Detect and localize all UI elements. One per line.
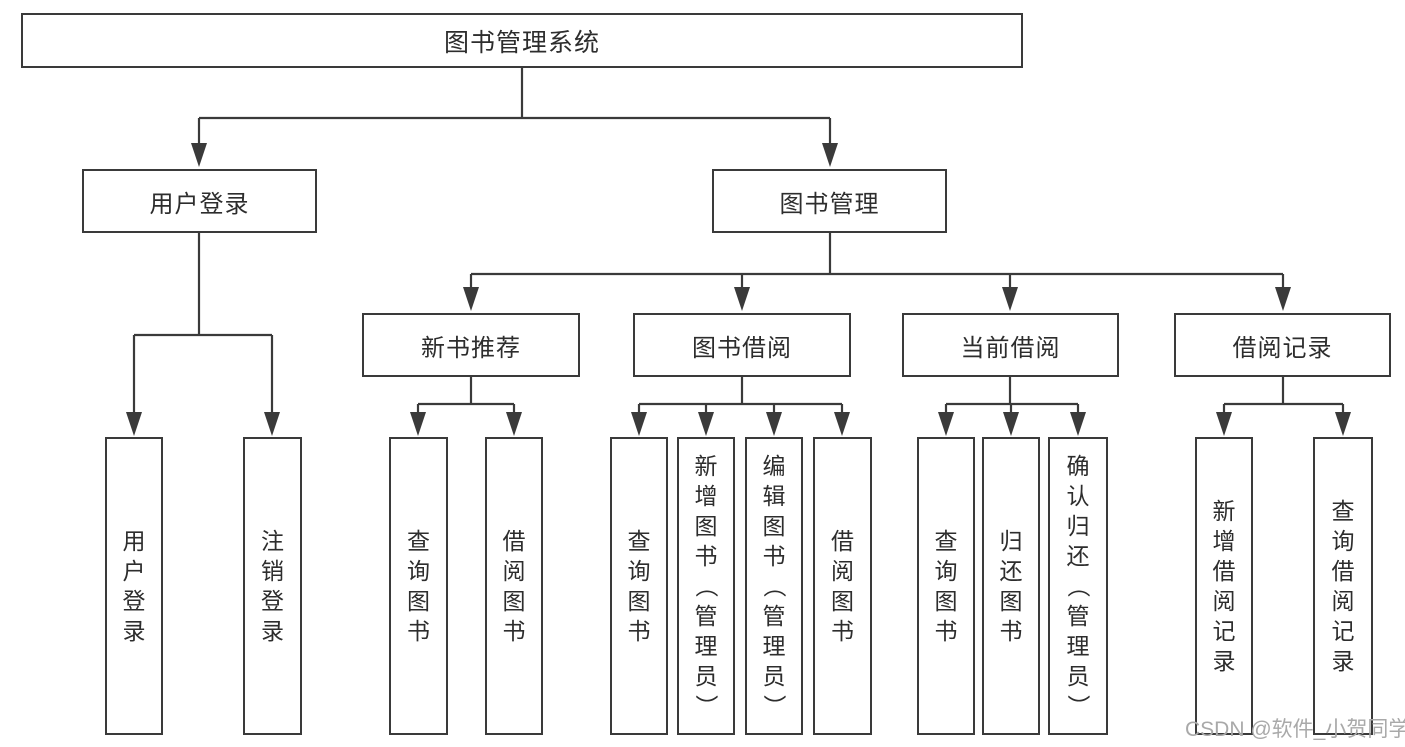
arrow-down-icon xyxy=(631,412,647,436)
arrow-down-icon xyxy=(1275,287,1291,311)
node-current-borrow: 当前借阅 xyxy=(902,313,1119,377)
node-leaf-recommend-query-book: 查询图书 xyxy=(389,437,448,735)
arrow-down-icon xyxy=(734,287,750,311)
arrow-down-icon xyxy=(264,412,280,436)
node-leaf-borrow-query-book: 查询图书 xyxy=(610,437,668,735)
node-root-library-management-system: 图书管理系统 xyxy=(21,13,1023,68)
connector-root-to-level2 xyxy=(191,68,838,167)
node-label: 借阅记录 xyxy=(1232,334,1333,362)
arrow-down-icon xyxy=(938,412,954,436)
arrow-down-icon xyxy=(191,143,207,167)
node-label: 图书管理系统 xyxy=(443,28,600,57)
node-label: 查询图书 xyxy=(934,528,958,644)
node-label: 注销登录 xyxy=(261,528,284,644)
node-label: 借阅图书 xyxy=(502,528,526,644)
arrow-down-icon xyxy=(1335,412,1351,436)
connector-borrow-record-to-leaves xyxy=(1216,377,1351,436)
node-leaf-borrow-borrow-book: 借阅图书 xyxy=(813,437,872,735)
arrow-down-icon xyxy=(698,412,714,436)
arrow-down-icon xyxy=(766,412,782,436)
node-leaf-edit-book-admin: 编辑图书（管理员） xyxy=(745,437,803,735)
node-leaf-recommend-borrow-book: 借阅图书 xyxy=(485,437,543,735)
node-label: 新增借阅记录 xyxy=(1212,498,1236,674)
node-label: 当前借阅 xyxy=(960,334,1061,362)
node-label: 用户登录 xyxy=(149,190,250,218)
node-label: 新增图书（管理员） xyxy=(693,453,719,718)
node-leaf-add-book-admin: 新增图书（管理员） xyxy=(677,437,735,735)
node-label: 图书借阅 xyxy=(692,334,792,362)
node-label: 编辑图书（管理员） xyxy=(761,453,787,718)
node-leaf-current-query-book: 查询图书 xyxy=(917,437,975,735)
node-borrow-record: 借阅记录 xyxy=(1174,313,1391,377)
node-label: 新书推荐 xyxy=(421,334,521,362)
node-label: 图书管理 xyxy=(779,190,880,218)
node-label: 查询图书 xyxy=(407,528,430,644)
node-label: 查询借阅记录 xyxy=(1331,498,1355,674)
csdn-watermark: CSDN @软件_小贺同学 xyxy=(1185,718,1405,741)
node-leaf-confirm-return-admin: 确认归还（管理员） xyxy=(1048,437,1108,735)
node-book-management: 图书管理 xyxy=(712,169,947,233)
arrow-down-icon xyxy=(410,412,426,436)
arrow-down-icon xyxy=(1003,412,1019,436)
arrow-down-icon xyxy=(834,412,850,436)
arrow-down-icon xyxy=(1216,412,1232,436)
connector-user-login-to-leaves xyxy=(126,233,280,436)
node-label: 确认归还（管理员） xyxy=(1065,453,1091,718)
arrow-down-icon xyxy=(506,412,522,436)
node-label: 归还图书 xyxy=(999,528,1023,644)
node-user-login: 用户登录 xyxy=(82,169,317,233)
node-label: 借阅图书 xyxy=(831,528,854,644)
connector-new-book-recommend-to-leaves xyxy=(410,377,522,436)
connector-book-management-to-level3 xyxy=(463,233,1291,311)
arrow-down-icon xyxy=(1070,412,1086,436)
node-leaf-query-borrow-record: 查询借阅记录 xyxy=(1313,437,1373,735)
node-leaf-add-borrow-record: 新增借阅记录 xyxy=(1195,437,1253,735)
node-label: 查询图书 xyxy=(627,528,651,644)
node-label: 用户登录 xyxy=(122,528,146,644)
node-leaf-user-login: 用户登录 xyxy=(105,437,163,735)
node-new-book-recommend: 新书推荐 xyxy=(362,313,580,377)
node-book-borrow: 图书借阅 xyxy=(633,313,851,377)
node-leaf-logout: 注销登录 xyxy=(243,437,302,735)
arrow-down-icon xyxy=(1002,287,1018,311)
connector-book-borrow-to-leaves xyxy=(631,377,850,436)
node-leaf-return-book: 归还图书 xyxy=(982,437,1040,735)
arrow-down-icon xyxy=(126,412,142,436)
arrow-down-icon xyxy=(463,287,479,311)
connector-current-borrow-to-leaves xyxy=(938,377,1086,436)
arrow-down-icon xyxy=(822,143,838,167)
